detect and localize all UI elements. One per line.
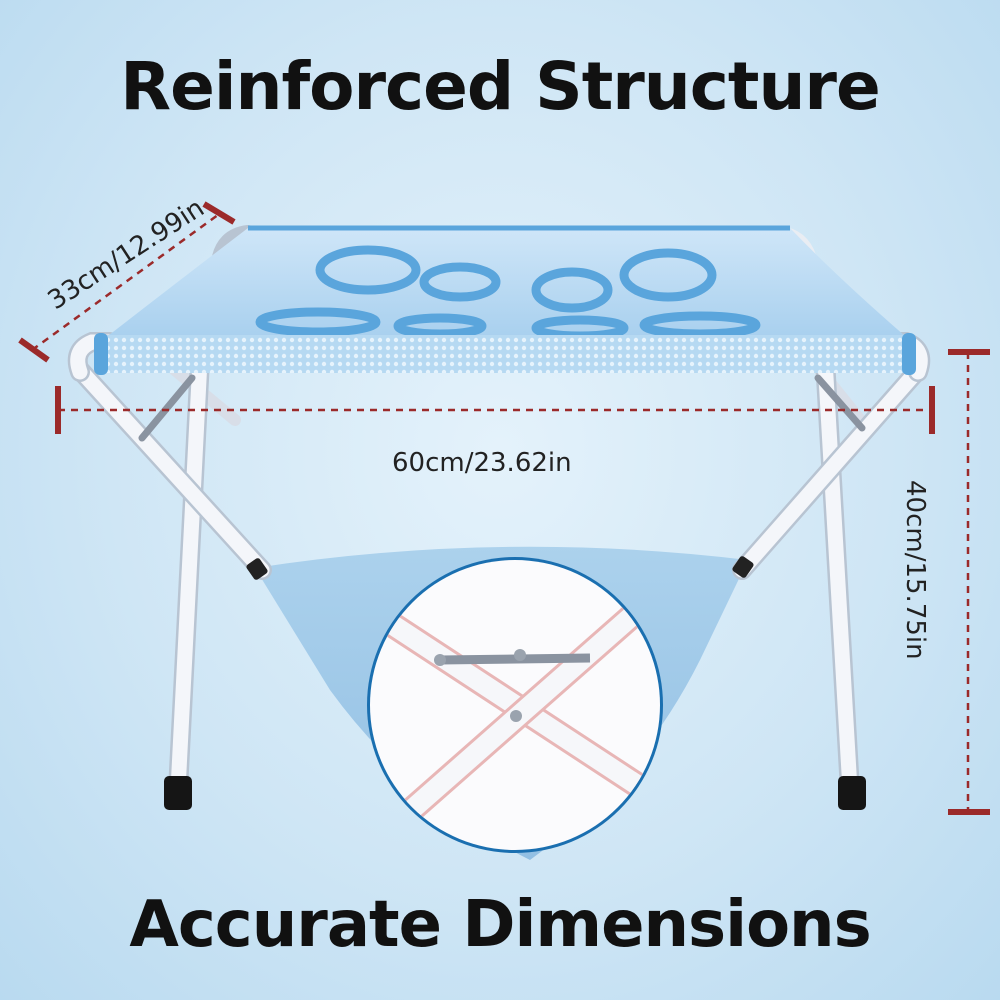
headline-accurate-dimensions: Accurate Dimensions	[129, 888, 871, 962]
headline-reinforced-structure: Reinforced Structure	[120, 48, 881, 125]
frame-back	[169, 364, 866, 426]
height-dimension-label: 40cm/15.75in	[900, 480, 930, 660]
seat	[94, 225, 916, 375]
rubber-feet	[164, 556, 866, 810]
dimension-lines	[18, 201, 990, 815]
width-dimension-label: 60cm/23.62in	[392, 448, 572, 478]
zoom-detail-circle	[367, 557, 663, 853]
